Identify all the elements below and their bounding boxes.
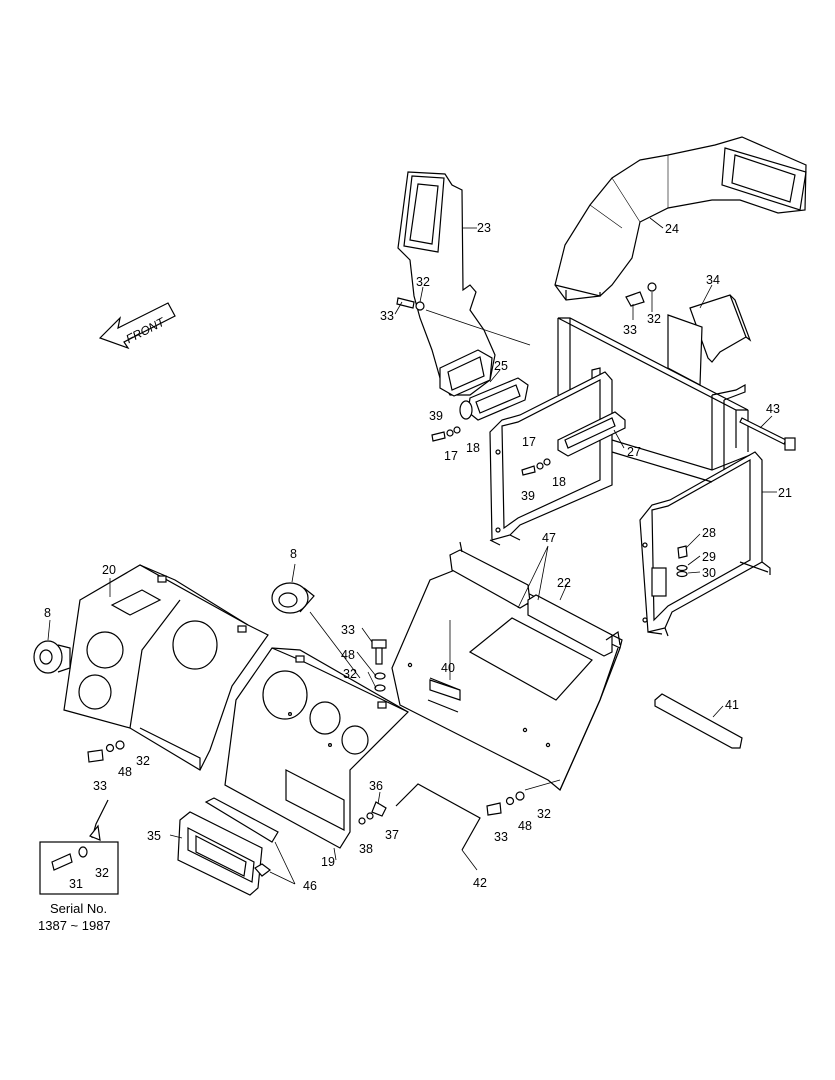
grommet-8-left xyxy=(33,640,71,674)
bolt-33-duct24 xyxy=(625,282,657,307)
hardware-17-18-39-right xyxy=(521,458,551,476)
callout-36: 36 xyxy=(369,779,383,793)
callout-19: 19 xyxy=(321,855,335,869)
callout-32: 32 xyxy=(343,667,357,681)
callout-38: 38 xyxy=(359,842,373,856)
callout-32: 32 xyxy=(537,807,551,821)
callout-42: 42 xyxy=(473,876,487,890)
callout-17: 17 xyxy=(444,449,458,463)
grommet-8-center xyxy=(271,582,361,679)
callout-31: 31 xyxy=(69,877,83,891)
callout-39: 39 xyxy=(521,489,535,503)
callouts: 23 24 32 33 34 33 32 25 39 18 17 17 18 3… xyxy=(44,221,792,893)
callout-41: 41 xyxy=(725,698,739,712)
front-direction-arrow: FRONT xyxy=(98,302,176,350)
serial-note: Serial No. 1387 ~ 1987 xyxy=(38,901,111,933)
callout-34: 34 xyxy=(706,273,720,287)
callout-43: 43 xyxy=(766,402,780,416)
callout-33: 33 xyxy=(380,309,394,323)
callout-48: 48 xyxy=(518,819,532,833)
serial-inset xyxy=(39,799,119,895)
callout-22: 22 xyxy=(557,576,571,590)
channel-47 xyxy=(449,541,621,657)
wire-42 xyxy=(395,783,481,851)
callout-32: 32 xyxy=(95,866,109,880)
callout-24: 24 xyxy=(665,222,679,236)
callout-8: 8 xyxy=(290,547,297,561)
bracket-34 xyxy=(667,294,752,386)
callout-18: 18 xyxy=(466,441,480,455)
callout-33: 33 xyxy=(494,830,508,844)
bolt-33-duct xyxy=(396,297,531,346)
callout-32: 32 xyxy=(647,312,661,326)
leader-lines xyxy=(47,217,777,885)
callout-33: 33 xyxy=(623,323,637,337)
callout-21: 21 xyxy=(778,486,792,500)
callout-28: 28 xyxy=(702,526,716,540)
callout-33: 33 xyxy=(341,623,355,637)
frame-35 xyxy=(177,811,263,896)
callout-46: 46 xyxy=(303,879,317,893)
callout-40: 40 xyxy=(441,661,455,675)
callout-8: 8 xyxy=(44,606,51,620)
callout-39: 39 xyxy=(429,409,443,423)
serial-note-line2: 1387 ~ 1987 xyxy=(38,918,111,933)
air-duct-24 xyxy=(554,136,807,301)
callout-20: 20 xyxy=(102,563,116,577)
label-40 xyxy=(429,677,461,691)
callout-32: 32 xyxy=(136,754,150,768)
bolt-33-center xyxy=(371,639,387,692)
callout-30: 30 xyxy=(702,566,716,580)
frame-21 xyxy=(489,317,771,637)
rail-41 xyxy=(654,693,743,749)
strip-46 xyxy=(204,797,279,877)
callout-25: 25 xyxy=(494,359,508,373)
panel-20 xyxy=(63,564,269,771)
callout-33: 33 xyxy=(93,779,107,793)
callout-48: 48 xyxy=(341,648,355,662)
callout-35: 35 xyxy=(147,829,161,843)
callout-17: 17 xyxy=(522,435,536,449)
callout-48: 48 xyxy=(118,765,132,779)
callout-27: 27 xyxy=(627,445,641,459)
callout-29: 29 xyxy=(702,550,716,564)
bolt-36-37-38 xyxy=(358,801,387,825)
callout-23: 23 xyxy=(477,221,491,235)
callout-47: 47 xyxy=(542,531,556,545)
serial-note-line1: Serial No. xyxy=(50,901,107,916)
cable-tie-43 xyxy=(739,417,796,451)
hardware-17-18-39-left xyxy=(431,426,461,442)
bolt-33-left xyxy=(87,740,125,763)
callout-37: 37 xyxy=(385,828,399,842)
air-duct-23 xyxy=(397,171,496,397)
hardware-28-29-30 xyxy=(676,545,688,578)
duct-adapter-25 xyxy=(459,377,529,421)
callout-18: 18 xyxy=(552,475,566,489)
callout-32: 32 xyxy=(416,275,430,289)
panel-19 xyxy=(224,647,409,849)
tray-27 xyxy=(557,411,626,457)
bolt-33-right xyxy=(486,779,561,816)
